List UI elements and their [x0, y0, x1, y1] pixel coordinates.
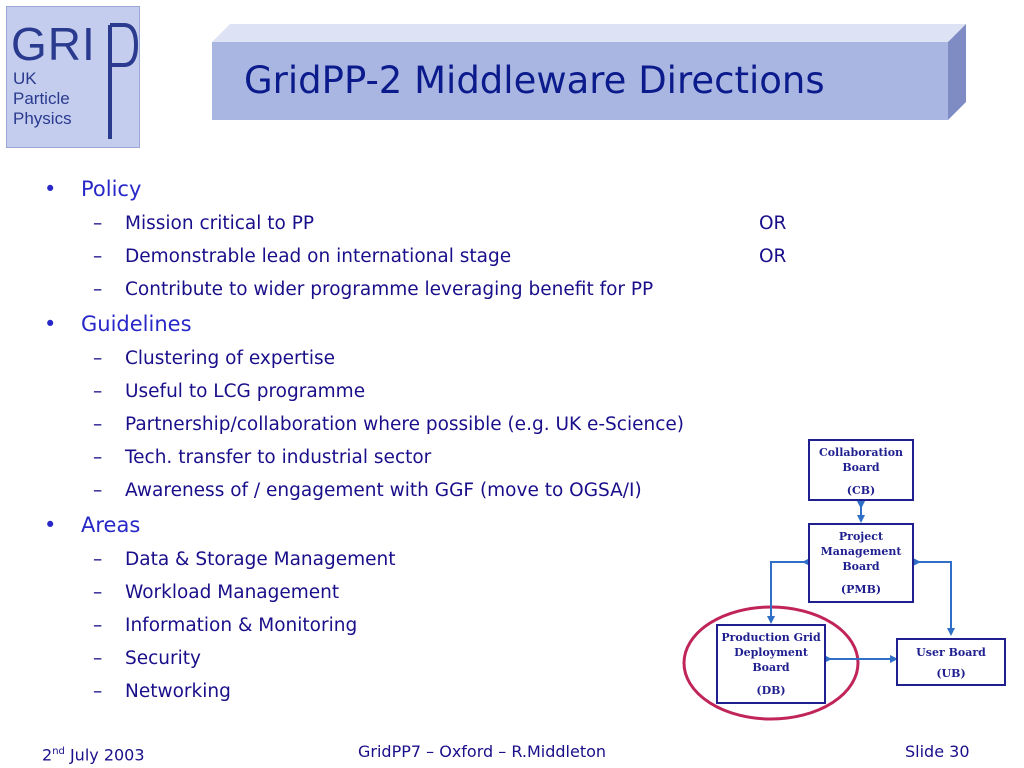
logo-p-glyph	[108, 23, 138, 139]
sub-text: Clustering of expertise	[125, 348, 336, 369]
user-board-box: User Board (UB)	[896, 638, 1006, 686]
sub-dash: –	[93, 246, 103, 267]
box-abbr: (DB)	[756, 684, 786, 697]
logo-physics-text: Physics	[13, 109, 72, 128]
sub-dash: –	[93, 381, 103, 402]
bullet-label: Policy	[81, 177, 142, 201]
title-banner: GridPP-2 Middleware Directions	[212, 24, 966, 120]
project-management-board-box: Project Management Board (PMB)	[808, 523, 914, 603]
sub-text: Useful to LCG programme	[125, 381, 366, 402]
box-line: Project	[838, 530, 884, 543]
slide-title: GridPP-2 Middleware Directions	[244, 59, 825, 102]
sub-dash: –	[93, 414, 103, 435]
sub-text: Workload Management	[125, 582, 340, 603]
sub-dash: –	[93, 279, 103, 300]
box-abbr: (UB)	[936, 667, 966, 680]
title-banner-shape	[212, 24, 966, 120]
box-abbr: (PMB)	[840, 583, 882, 596]
bullet-dot: •	[44, 177, 57, 201]
box-line: Management	[820, 545, 902, 558]
sub-text: Networking	[125, 681, 231, 702]
box-line: Deployment	[734, 646, 808, 659]
footer-date-rest: July 2003	[64, 745, 145, 765]
box-line: Board	[842, 560, 880, 573]
footer-date-suffix: nd	[52, 746, 65, 757]
box-line: User Board	[916, 646, 986, 659]
sub-dash: –	[93, 615, 103, 636]
sub-dash: –	[93, 480, 103, 501]
bullet-dot: •	[44, 513, 57, 537]
logo-uk-text: UK	[13, 69, 37, 88]
or-label: OR	[759, 246, 787, 267]
footer-date: 2nd July 2003	[42, 742, 145, 765]
bullet-dot: •	[44, 312, 57, 336]
sub-text: Demonstrable lead on international stage	[125, 246, 512, 267]
pmb-ub-connector	[913, 558, 955, 636]
sub-dash: –	[93, 681, 103, 702]
bullet-label: Guidelines	[81, 312, 192, 336]
logo-particle-text: Particle	[13, 89, 70, 108]
sub-dash: –	[93, 213, 103, 234]
bullet-label: Areas	[81, 513, 141, 537]
sub-dash: –	[93, 348, 103, 369]
footer-date-day: 2	[42, 745, 53, 765]
production-grid-deployment-board-box: Production Grid Deployment Board (DB)	[716, 624, 826, 704]
sub-text: Mission critical to PP	[125, 213, 315, 234]
box-line: Board	[842, 461, 880, 474]
collaboration-board-box: Collaboration Board (CB)	[808, 439, 914, 501]
sub-dash: –	[93, 447, 103, 468]
pmb-db-connector	[767, 558, 810, 624]
footer-slide-number: Slide 30	[905, 742, 970, 761]
box-line: Production Grid	[721, 631, 821, 644]
sub-text: Security	[125, 648, 201, 669]
box-abbr: (CB)	[846, 484, 876, 497]
sub-text: Data & Storage Management	[125, 549, 396, 570]
sub-dash: –	[93, 648, 103, 669]
footer-center: GridPP7 – Oxford – R.Middleton	[358, 742, 607, 761]
box-line: Collaboration	[818, 446, 904, 459]
gridpp-logo: GRI UK Particle Physics	[6, 6, 140, 148]
box-line: Board	[752, 661, 790, 674]
sub-text: Partnership/collaboration where possible…	[125, 414, 684, 435]
sub-text: Tech. transfer to industrial sector	[125, 447, 432, 468]
sub-text: Contribute to wider programme leveraging…	[125, 279, 654, 300]
sub-dash: –	[93, 549, 103, 570]
logo-grip-text: GRI	[11, 18, 96, 70]
sub-text: Awareness of / engagement with GGF (move…	[125, 480, 642, 501]
sub-text: Information & Monitoring	[125, 615, 358, 636]
sub-dash: –	[93, 582, 103, 603]
or-label: OR	[759, 213, 787, 234]
